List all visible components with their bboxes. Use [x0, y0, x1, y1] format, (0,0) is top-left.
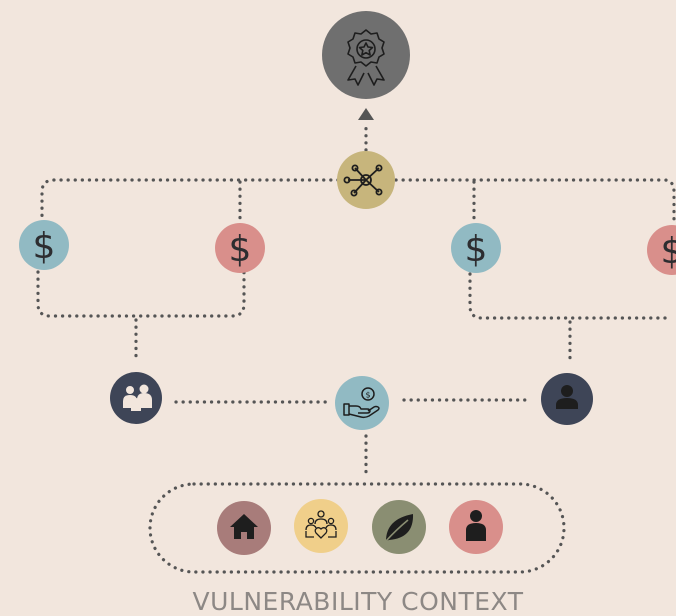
connector-top-bar: [40, 178, 340, 222]
asset-node-3: $: [451, 223, 501, 273]
person-icon: [466, 510, 486, 541]
goal-node: [322, 11, 410, 99]
connector-right-bracket: [468, 272, 674, 320]
dollar-icon: $: [661, 231, 676, 272]
context-environment-node: [372, 500, 426, 554]
individual-node: [541, 373, 593, 425]
house-icon: [230, 514, 258, 539]
hand-coin-icon: $: [343, 387, 380, 419]
household-node: [110, 372, 162, 424]
leaf-icon: [385, 514, 414, 542]
dollar-icon: $: [465, 229, 488, 270]
network-hub-icon: [343, 164, 383, 197]
person-icon: [556, 385, 578, 409]
context-community-node: [294, 499, 348, 553]
arrow-head-icon: [358, 108, 374, 120]
context-house-node: [217, 501, 271, 555]
asset-node-1: $: [19, 220, 69, 270]
context-capsule: [148, 482, 566, 574]
asset-node-4: $: [647, 225, 676, 275]
dollar-icon: $: [33, 226, 56, 267]
asset-node-2: $: [215, 223, 265, 273]
award-ribbon-icon: [347, 29, 385, 86]
community-care-icon: [305, 510, 337, 539]
dollar-icon: $: [229, 229, 252, 270]
support-node: $: [335, 376, 389, 430]
svg-text:$: $: [365, 391, 370, 400]
hub-node: [337, 151, 395, 209]
connector-top-bar-right: [394, 178, 676, 224]
family-icon: [123, 384, 152, 411]
connector-left-bracket: [36, 270, 246, 318]
diagram-caption: VULNERABILITY CONTEXT: [192, 587, 524, 616]
context-person-node: [449, 500, 503, 554]
connector-lines: [36, 122, 676, 574]
